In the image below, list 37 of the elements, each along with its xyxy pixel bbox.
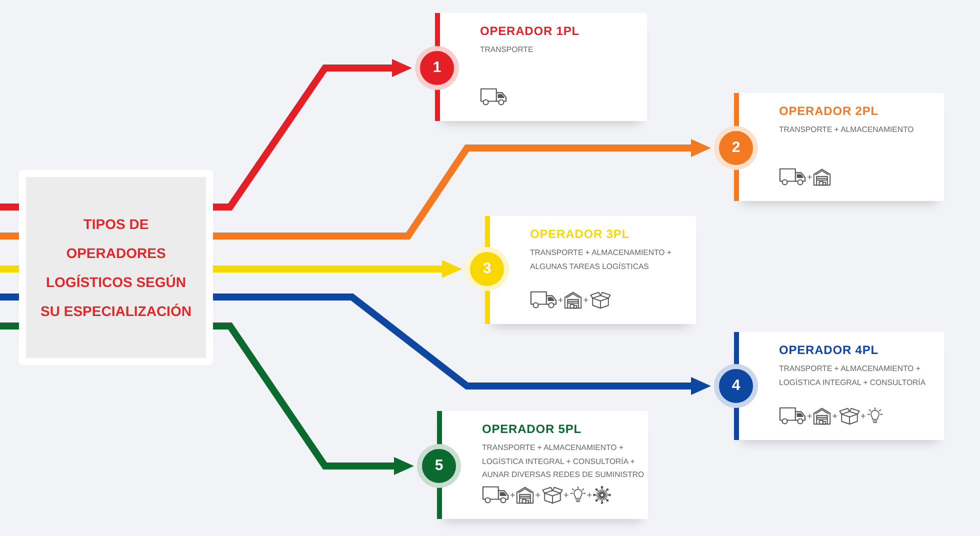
plus-sign: +	[583, 294, 589, 304]
number-circle: 3	[465, 247, 509, 291]
info-card	[734, 93, 944, 201]
title-text: TIPOS DE OPERADORES LOGÍSTICOS SEGÚN SU ESPECIALIZACIÓN	[40, 214, 192, 320]
card-heading: OPERADOR 2PL	[779, 104, 878, 118]
arrow	[213, 260, 462, 278]
info-card	[734, 332, 944, 440]
card-heading: OPERADOR 3PL	[530, 227, 630, 241]
plus-sign: +	[807, 172, 812, 182]
arrow	[213, 294, 711, 395]
plus-sign: +	[807, 410, 812, 420]
info-card	[485, 216, 696, 324]
plus-sign: +	[860, 410, 866, 420]
card-heading: OPERADOR 4PL	[779, 343, 878, 357]
card-heading: OPERADOR 1PL	[480, 24, 580, 38]
connector-line	[0, 204, 19, 210]
plus-sign: +	[586, 490, 592, 500]
info-card	[437, 411, 648, 519]
plus-sign: +	[832, 410, 838, 420]
number-circle: 4	[714, 364, 758, 408]
connector-line	[0, 266, 19, 272]
plus-sign: +	[558, 294, 564, 304]
title-panel	[19, 170, 213, 365]
plus-sign: +	[510, 490, 516, 500]
number-circle: 1	[415, 46, 459, 90]
arrow	[213, 59, 412, 210]
connector-line	[0, 322, 19, 330]
card-heading: OPERADOR 5PL	[482, 422, 582, 436]
number-circle: 5	[417, 444, 461, 488]
info-card	[435, 13, 647, 121]
connector-line	[0, 232, 19, 240]
plus-sign: +	[535, 490, 541, 500]
connector-line	[0, 294, 19, 300]
plus-sign: +	[564, 490, 569, 500]
number-circle: 2	[714, 126, 758, 170]
arrow	[213, 139, 711, 240]
arrow	[213, 322, 414, 475]
